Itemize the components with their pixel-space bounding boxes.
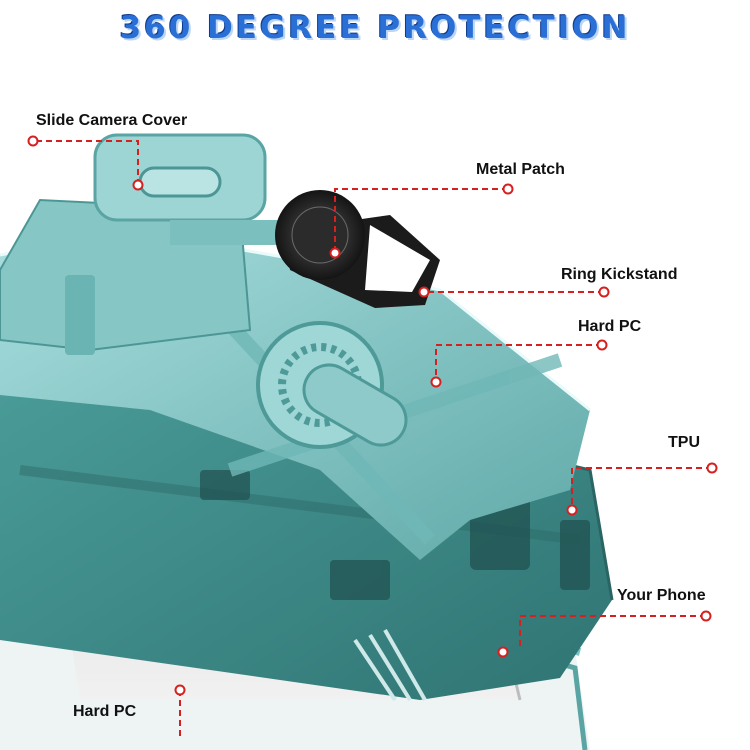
page-title: 360 DEGREE PROTECTION: [119, 10, 631, 46]
label-ring-kickstand: Ring Kickstand: [561, 266, 678, 283]
label-your-phone: Your Phone: [617, 587, 706, 604]
callout-your-phone: [519, 615, 706, 650]
label-tpu: TPU: [668, 434, 700, 451]
callout-lines: [36, 140, 712, 740]
label-metal-patch: Metal Patch: [476, 161, 565, 178]
callout-metal-patch: [334, 188, 508, 250]
callout-hard-pc-top: [435, 344, 602, 380]
label-hard-pc-bottom: Hard PC: [73, 703, 137, 720]
label-hard-pc-top: Hard PC: [578, 318, 642, 335]
ring-kickstand: [275, 190, 440, 308]
slide-camera-cover: [0, 133, 290, 355]
callout-dots: [27, 135, 718, 696]
callout-tpu: [571, 467, 712, 508]
label-slide-camera-cover: Slide Camera Cover: [36, 112, 188, 129]
callout-slide-camera: [36, 140, 139, 185]
